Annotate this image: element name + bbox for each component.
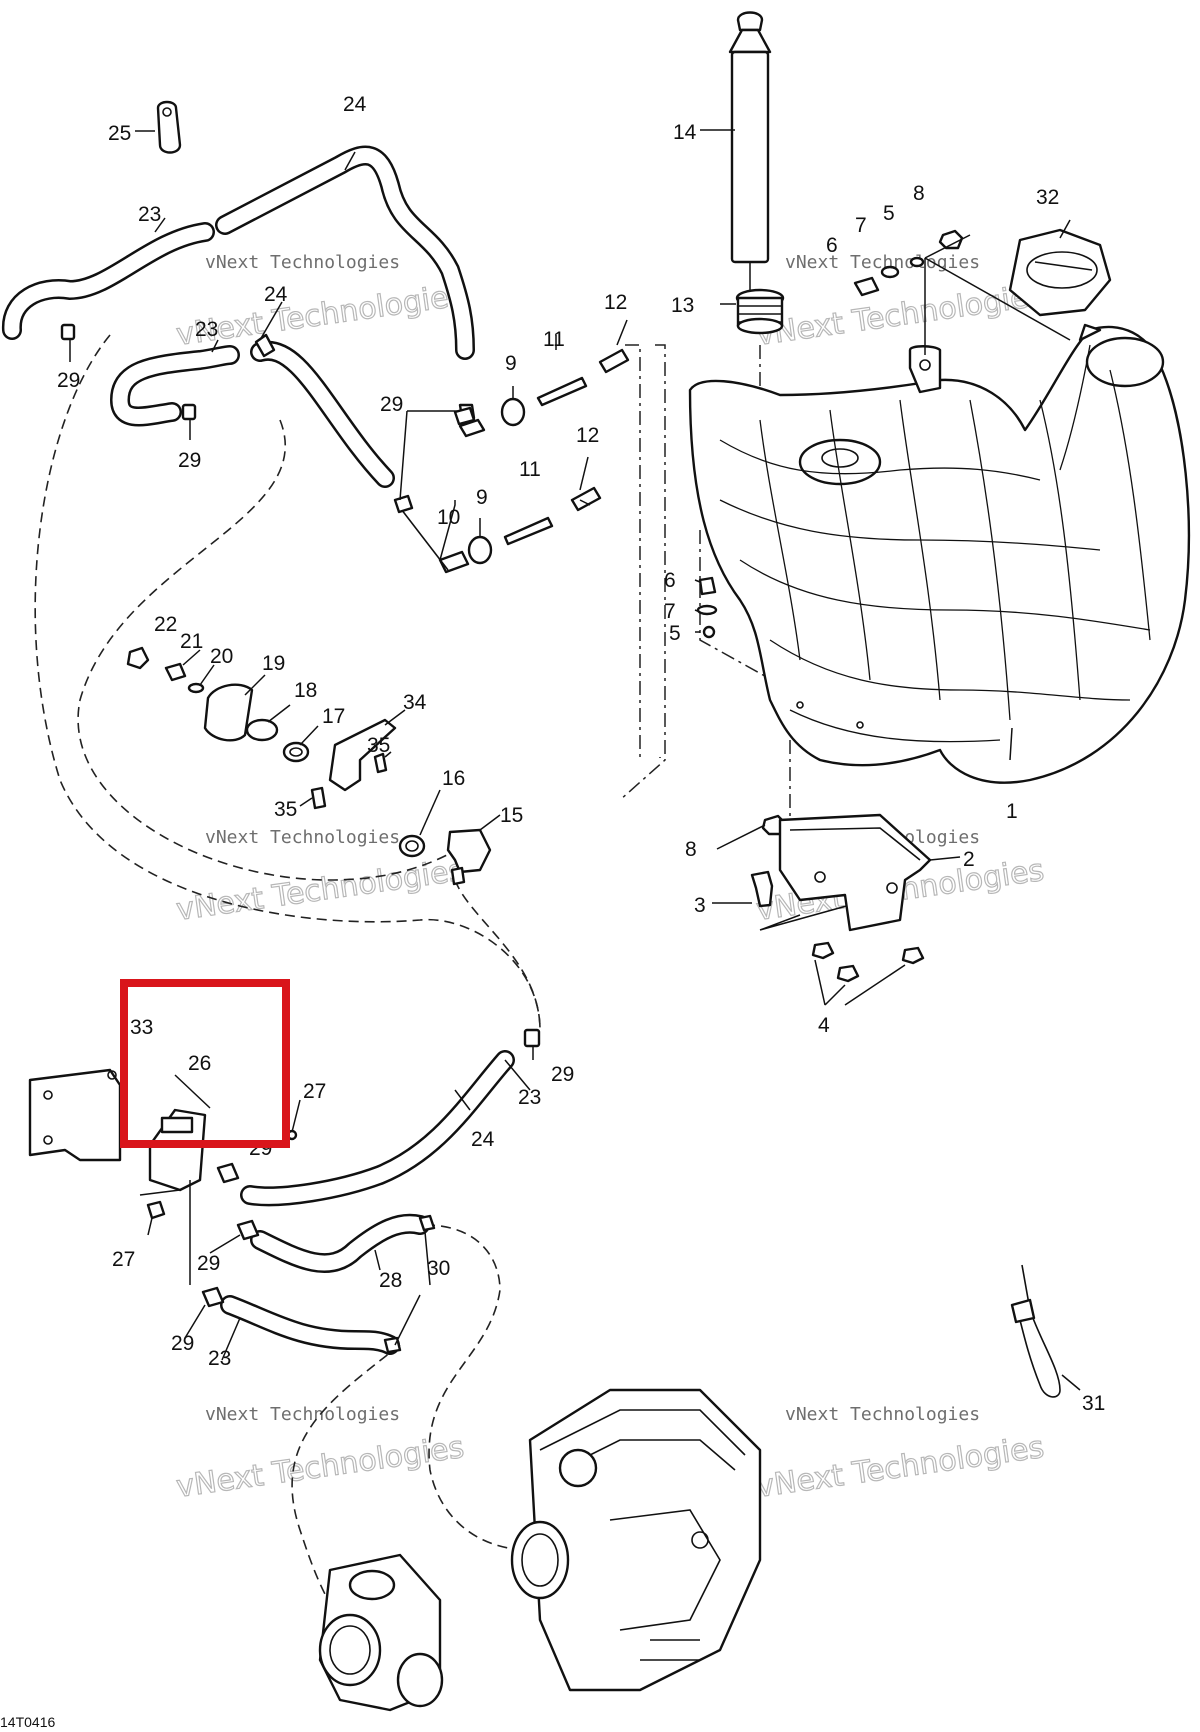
- callout-22: 22: [154, 613, 177, 636]
- fuel-cap-part: [1008, 228, 1112, 317]
- callout-31: 31: [1082, 1392, 1105, 1415]
- callout-24: 24: [471, 1128, 495, 1151]
- routing-lines: [34, 334, 791, 1621]
- watermark-text: vNext Technologies: [205, 1404, 400, 1425]
- watermark-text: vNext Technologies: [785, 1404, 980, 1425]
- fuel-tank-part: [688, 323, 1191, 784]
- watermark-outline: vNext Technologies: [174, 278, 466, 353]
- callout-6: 6: [826, 234, 838, 257]
- callout-23: 23: [208, 1347, 231, 1370]
- callout-5: 5: [669, 622, 681, 645]
- watermark-outline: vNext Technologies: [174, 853, 466, 928]
- callout-14: 14: [673, 121, 697, 144]
- callout-16: 16: [442, 767, 465, 790]
- callout-labels: 1 2 3 4 5 5 5 6 6 7 7 8 8 9 9 10 11 11 1…: [57, 93, 1105, 1415]
- callout-4: 4: [818, 1014, 830, 1037]
- leader-lines: [69, 129, 1081, 1391]
- callout-5: 5: [883, 202, 895, 225]
- callout-35: 35: [274, 798, 297, 821]
- callout-6: 6: [664, 569, 676, 592]
- callout-33: 33: [130, 1016, 153, 1039]
- callout-29: 29: [178, 449, 201, 472]
- callout-11: 11: [519, 458, 541, 481]
- callout-28: 28: [379, 1269, 402, 1292]
- vent-fittings: [397, 348, 630, 574]
- callout-18: 18: [294, 679, 317, 702]
- callout-12: 12: [604, 291, 627, 314]
- callout-21: 21: [180, 630, 203, 653]
- watermark-outline: vNext Technologies: [174, 1430, 466, 1505]
- callout-7: 7: [664, 600, 676, 623]
- watermark-text: vNext Technologies: [205, 827, 400, 848]
- callout-27: 27: [112, 1248, 135, 1271]
- callout-24: 24: [343, 93, 367, 116]
- callout-12: 12: [576, 424, 599, 447]
- callout-15: 15: [500, 804, 523, 827]
- callout-26: 26: [188, 1052, 211, 1075]
- fuel-pump-assembly: [126, 646, 492, 886]
- callout-9: 9: [505, 352, 517, 375]
- watermark-outline: vNext Technologies: [754, 1430, 1046, 1505]
- callout-23: 23: [138, 203, 161, 226]
- callout-19: 19: [262, 652, 285, 675]
- callout-3: 3: [694, 894, 706, 917]
- watermark-outline: vNext Technologies: [754, 278, 1046, 353]
- watermark-text: vNext Technologies: [205, 252, 400, 273]
- callout-25: 25: [108, 122, 131, 145]
- callout-13: 13: [671, 294, 694, 317]
- callout-29: 29: [57, 369, 80, 392]
- callout-8: 8: [685, 838, 697, 861]
- callout-24: 24: [264, 283, 288, 306]
- callout-8: 8: [913, 182, 925, 205]
- callout-29: 29: [197, 1252, 220, 1275]
- filler-neck-part: [728, 11, 772, 290]
- tank-bracket-part: [778, 813, 932, 932]
- callout-35: 35: [367, 734, 390, 757]
- callout-30: 30: [427, 1257, 450, 1280]
- upper-hoses: [2, 100, 476, 514]
- callout-23: 23: [518, 1086, 541, 1109]
- lower-hoses: [28, 1028, 541, 1355]
- engine-part: [510, 1388, 762, 1692]
- watermark-text: vNext Technologies: [785, 252, 980, 273]
- tank-hardware: [696, 229, 1071, 1006]
- callout-17: 17: [322, 705, 345, 728]
- callout-27: 27: [303, 1080, 326, 1103]
- callout-34: 34: [403, 691, 427, 714]
- callout-23: 23: [195, 318, 218, 341]
- callout-11: 11: [543, 328, 565, 351]
- diagram-code: 14T0416: [0, 1714, 55, 1730]
- callout-29: 29: [380, 393, 403, 416]
- carburetor-part: [318, 1553, 444, 1712]
- highlight-box: [120, 979, 290, 1148]
- callout-2: 2: [963, 848, 975, 871]
- grommet-part: [735, 288, 785, 335]
- tie-wrap-part: [1010, 1264, 1061, 1398]
- callout-29: 29: [551, 1063, 574, 1086]
- callout-1: 1: [1006, 800, 1018, 823]
- callout-10: 10: [437, 506, 460, 529]
- callout-29: 29: [171, 1332, 194, 1355]
- callout-32: 32: [1036, 186, 1059, 209]
- callout-20: 20: [210, 645, 233, 668]
- callout-9: 9: [476, 486, 488, 509]
- callout-7: 7: [855, 214, 867, 237]
